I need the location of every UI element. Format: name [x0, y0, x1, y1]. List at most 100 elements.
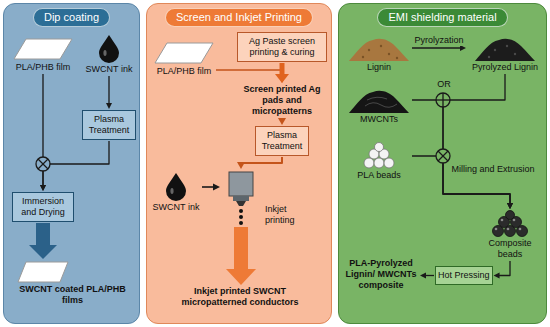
arrow-head — [40, 185, 46, 191]
arrow-head — [29, 245, 57, 259]
product-label: Screen printed Ag pads and micropatterns — [232, 84, 332, 117]
flow-arrow — [443, 74, 513, 209]
connector-line — [43, 141, 109, 186]
arrow-head — [507, 203, 513, 209]
connector-line — [443, 74, 510, 204]
node-text: PLA/PHB film — [12, 62, 74, 73]
panel-heading: Dip coating — [33, 8, 110, 27]
connector-line — [281, 117, 283, 120]
material-item: Pyrolyzed Lignin — [467, 34, 543, 73]
product-label: PLA-Pyrolyzed Lignin/ MWCNTs composite — [343, 258, 419, 291]
flow-arrow — [29, 223, 57, 259]
material-item: PLA/PHB film — [153, 40, 215, 77]
flow-arrow — [216, 70, 286, 83]
connector-line — [412, 100, 510, 204]
film-icon — [153, 40, 215, 66]
process-box: Immersion and Drying — [12, 192, 74, 222]
material-item: SWCNT coated PLA/PHB films — [10, 260, 135, 306]
arrow-head — [275, 74, 289, 83]
material-item: MWCNTs — [347, 86, 411, 125]
process-panel: EMI shielding material Lignin Pyrolyzed … — [338, 3, 547, 324]
flow-arrow — [40, 74, 46, 191]
material-item: SWCNT ink — [83, 34, 135, 75]
arrow-head — [40, 185, 46, 191]
node-text: Plasma Treatment — [85, 114, 133, 136]
connector-line — [36, 223, 50, 246]
material-item: Composite beads — [475, 210, 545, 260]
node-text: Plasma Treatment — [258, 130, 306, 152]
arrow-head — [507, 203, 513, 209]
node-text: Inkjet printing — [265, 204, 311, 226]
connector-line — [108, 76, 109, 104]
connector-line — [42, 74, 43, 186]
node-text: MWCNTs — [347, 114, 411, 125]
node-text: Hot Pressing — [438, 270, 490, 281]
film-icon — [12, 36, 74, 62]
connector-line — [426, 275, 435, 276]
panel-heading: Screen and Inkjet Printing — [165, 8, 313, 27]
beads-icon — [347, 142, 411, 170]
material-item: SWCNT ink — [151, 172, 201, 213]
process-box: Plasma Treatment — [82, 110, 136, 140]
flow-arrow — [237, 157, 282, 169]
beads-icon — [475, 210, 545, 238]
material-item: PLA beads — [347, 142, 411, 181]
material-item: Inkjet printing — [221, 170, 313, 226]
node-text: SWCNT ink — [83, 64, 135, 75]
node-text: PLA-Pyrolyzed Lignin/ MWCNTs composite — [343, 258, 419, 291]
flow-arrow — [275, 63, 289, 83]
ink-drop-icon — [151, 172, 201, 202]
process-box: Hot Pressing — [435, 266, 493, 285]
node-text: Inkjet printed SWCNT micropatterned cond… — [165, 286, 315, 308]
arrow-head — [494, 273, 500, 279]
arrow-head — [226, 269, 256, 285]
connector-line — [216, 70, 282, 77]
annotation: OR — [435, 79, 453, 90]
arrow-head — [279, 76, 286, 83]
ink-drop-icon — [83, 34, 135, 64]
node-text: Composite beads — [475, 238, 545, 260]
node-text: SWCNT coated PLA/PHB films — [10, 284, 135, 306]
node-text: Immersion and Drying — [15, 196, 71, 218]
arrow-head — [278, 118, 286, 125]
connector-line — [241, 157, 282, 163]
flow-arrow — [412, 156, 513, 209]
flow-arrow — [420, 273, 434, 279]
arrow-head — [213, 184, 220, 191]
flow-arrow — [494, 261, 510, 279]
node-text: Lignin — [347, 62, 411, 73]
powder-icon — [467, 34, 543, 62]
process-box: Ag Paste screen printing & curing — [237, 32, 327, 62]
product-label: Inkjet printed SWCNT micropatterned cond… — [165, 286, 315, 308]
material-item: PLA/PHB film — [12, 36, 74, 73]
connector-line — [412, 47, 461, 48]
flow-arrow — [106, 76, 112, 109]
node-text: Ag Paste screen printing & curing — [240, 36, 324, 58]
connector-line — [202, 186, 214, 188]
printhead-icon — [221, 170, 261, 226]
panel-heading: EMI shielding material — [377, 8, 507, 27]
node-text: Pyrolyzed Lignin — [467, 62, 543, 73]
process-panel: Dip coating PLA/PHB film SWCNT inkPlasma… — [3, 3, 140, 324]
connector-line — [234, 227, 248, 270]
connector-line — [280, 63, 285, 75]
flow-arrow — [226, 227, 256, 285]
node-text: PLA beads — [347, 170, 411, 181]
flow-arrow — [412, 100, 513, 209]
node-text: PLA/PHB film — [153, 66, 215, 77]
arrow-head — [420, 273, 426, 279]
node-text: Screen printed Ag pads and micropatterns — [232, 84, 332, 117]
edge-label: Pyrolyzation — [412, 35, 465, 46]
flow-arrow — [202, 184, 220, 191]
arrow-head — [507, 203, 513, 209]
powder-icon — [347, 34, 411, 62]
flow-arrow — [40, 141, 109, 191]
material-item: Lignin — [347, 34, 411, 73]
connector-line — [412, 156, 510, 204]
process-box: Plasma Treatment — [255, 126, 309, 156]
film-icon — [10, 260, 135, 284]
arrow-head — [237, 162, 245, 169]
arrow-head — [106, 103, 112, 109]
flow-arrow — [278, 118, 286, 125]
node-text: SWCNT ink — [151, 202, 201, 213]
